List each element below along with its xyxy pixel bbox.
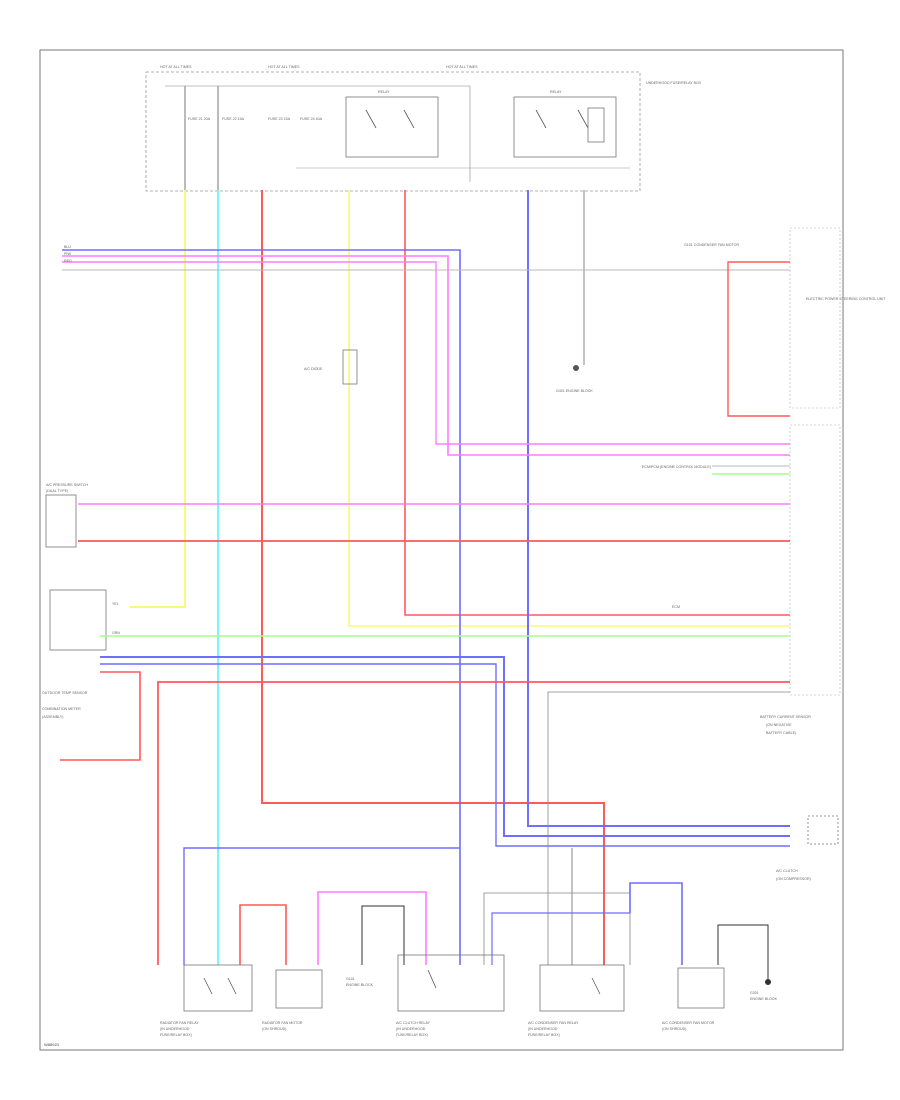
ground-mid-label: G401 ENGINE BLOCK xyxy=(556,389,593,393)
diode-label: A/C DIODE xyxy=(304,367,323,371)
bottom-5c-label: FUSE/RELAY BOX) xyxy=(528,1033,560,1037)
ac-clutch-relay xyxy=(397,954,505,1012)
wire-black-loop xyxy=(361,905,405,965)
note-left-label: OUTDOOR TEMP SENSOR xyxy=(42,691,88,695)
bottom-5-label: A/C CONDENSER FAN RELAY xyxy=(528,1021,579,1025)
wire-red-2 xyxy=(404,190,790,616)
pcm-conn-label: ECM/PCM (ENGINE CONTROL MODULE) xyxy=(642,465,711,469)
ac-condenser-fan-relay xyxy=(539,964,625,1012)
fuse-top-label-b: HOT AT ALL TIMES xyxy=(268,65,300,69)
wire-black-loop-2 xyxy=(717,924,769,980)
bottom-4b-label: (IN UNDERHOOD xyxy=(396,1027,426,1031)
wire-pink-loop xyxy=(317,891,427,965)
condenser-switch-label: A/C PRESSURE SWITCH xyxy=(46,483,88,487)
motor-label-b: (ON COMPRESSOR) xyxy=(776,877,811,881)
ac-condenser-fan-motor xyxy=(677,967,725,1009)
wire-tag-3: RED xyxy=(64,259,72,263)
diagram-id: W88923 xyxy=(44,1042,60,1047)
battery-label-b: (ON NEGATIVE xyxy=(766,723,792,727)
wire-red-4 xyxy=(60,671,141,761)
diode-box xyxy=(342,349,358,385)
wire-tag-1: BLU xyxy=(64,245,71,249)
bottom-7-label: G301 xyxy=(750,991,759,995)
battery-label-c: BATTERY CABLE) xyxy=(766,731,796,735)
wire-tag-5: YEL xyxy=(112,602,119,606)
wire-blue-4 xyxy=(183,847,460,965)
wire-tag-4: GRN xyxy=(112,631,120,635)
relay-1-label: RELAY xyxy=(378,90,390,94)
bottom-1b-label: (IN UNDERHOOD xyxy=(160,1027,190,1031)
wire-red-loop-1 xyxy=(239,904,287,965)
radiator-fan-relay xyxy=(183,964,253,1012)
bottom-4-label: A/C CLUTCH RELAY xyxy=(396,1021,431,1025)
relay-1-box xyxy=(345,96,439,158)
ground-right-label: G101 CONDENSER FAN MOTOR xyxy=(684,243,739,247)
bottom-3b-label: ENGINE BLOCK xyxy=(346,983,374,987)
bottom-3-label: G101 xyxy=(346,977,355,981)
note-left-label-b: COMBINATION METER xyxy=(42,707,81,711)
wire-red-5 xyxy=(157,681,790,965)
ecm-label: ECM xyxy=(672,605,680,609)
fuse-1-label: FUSE 21 20A xyxy=(188,117,211,121)
bottom-7b-label: ENGINE BLOCK xyxy=(750,997,778,1001)
wire-blue-1 xyxy=(527,190,790,827)
underhood-fuse-box xyxy=(145,71,641,192)
ecm-right-label: ELECTRIC POWER STEERING CONTROL UNIT xyxy=(806,297,886,301)
bottom-2b-label: (ON SHROUD) xyxy=(262,1027,286,1031)
fuse-4-label: FUSE 24 40A xyxy=(300,117,323,121)
bottom-4c-label: FUSE/RELAY BOX) xyxy=(396,1033,428,1037)
wire-yellow-1 xyxy=(130,190,186,608)
bottom-1-label: RADIATOR FAN RELAY xyxy=(160,1021,199,1025)
bottom-1c-label: FUSE/RELAY BOX) xyxy=(160,1033,192,1037)
fuse-3-label: FUSE 23 15A xyxy=(268,117,291,121)
bottom-6-label: A/C CONDENSER FAN MOTOR xyxy=(662,1021,715,1025)
wire-red-right-loop xyxy=(727,261,790,417)
wire-grey-loop xyxy=(483,892,631,965)
fuse-top-label-c: HOT AT ALL TIMES xyxy=(446,65,478,69)
bottom-2-label: RADIATOR FAN MOTOR xyxy=(262,1021,303,1025)
wire-pink-top xyxy=(62,255,790,456)
wire-red-top xyxy=(62,261,790,445)
battery-label: BATTERY CURRENT SENSOR xyxy=(760,715,811,719)
bottom-5b-label: (IN UNDERHOOD xyxy=(528,1027,558,1031)
condenser-switch-sub: (DUAL TYPE) xyxy=(46,489,68,493)
ac-clutch-box xyxy=(807,815,839,845)
wire-tag-2: PNK xyxy=(64,252,72,256)
motor-label: A/C CLUTCH xyxy=(776,869,798,873)
wire-blue-loop xyxy=(491,912,630,965)
wire-yellow-2 xyxy=(348,190,790,627)
underhood-box-label: UNDERHOOD FUSE/RELAY BOX xyxy=(646,81,702,85)
note-left-label-c: (ASSEMBLY) xyxy=(42,715,64,719)
wire-blue-top xyxy=(62,249,461,965)
fuse-top-label-a: HOT AT ALL TIMES xyxy=(160,65,192,69)
left-switch-box xyxy=(49,589,107,651)
ground-mid xyxy=(573,365,579,371)
radiator-fan-motor xyxy=(275,969,323,1009)
ground-g301 xyxy=(765,979,771,985)
relay-2-label: RELAY xyxy=(550,90,562,94)
wire-blue-3 xyxy=(100,663,790,847)
wire-blue-loop-2 xyxy=(629,882,683,965)
relay-2-box xyxy=(513,96,617,158)
bottom-6b-label: (ON SHROUD) xyxy=(662,1027,686,1031)
wire-red-1 xyxy=(261,190,605,965)
fuse-2-label: FUSE 22 15A xyxy=(222,117,245,121)
diagram-frame xyxy=(39,49,844,1051)
wire-grey-3 xyxy=(547,691,790,965)
wire-blue-2 xyxy=(100,656,790,837)
